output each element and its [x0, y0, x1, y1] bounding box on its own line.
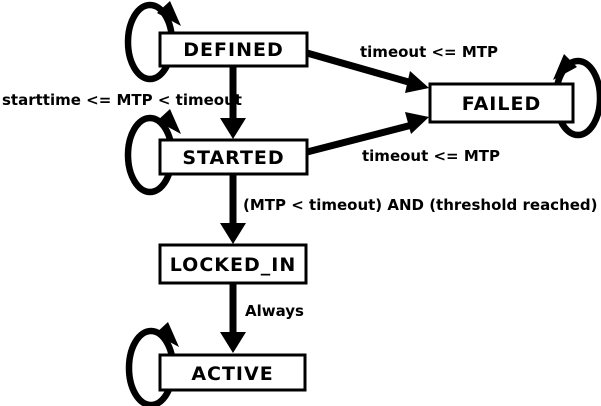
transition-label-defined-failed: timeout <= MTP	[360, 43, 498, 61]
transition-label-started-locked-in: (MTP < timeout) AND (threshold reached)	[243, 196, 598, 214]
arrow-started-to-locked-in	[220, 174, 246, 244]
transition-label-started-failed: timeout <= MTP	[362, 147, 500, 165]
state-label-defined: DEFINED	[183, 39, 283, 61]
arrow-defined-to-started	[220, 66, 246, 139]
arrow-defined-to-failed	[306, 49, 429, 93]
state-label-locked-in: LOCKED_IN	[170, 254, 296, 276]
state-active: ACTIVE	[158, 353, 307, 392]
state-label-active: ACTIVE	[191, 363, 273, 385]
state-label-started: STARTED	[182, 147, 284, 169]
transition-label-locked-in-active: Always	[245, 302, 304, 320]
transition-label-defined-started: starttime <= MTP < timeout	[2, 91, 242, 109]
state-started: STARTED	[158, 138, 309, 176]
state-label-failed: FAILED	[462, 93, 541, 115]
state-failed: FAILED	[428, 82, 575, 124]
state-locked-in: LOCKED_IN	[158, 243, 308, 285]
arrow-started-to-failed	[306, 112, 429, 156]
state-defined: DEFINED	[158, 31, 309, 68]
arrow-locked-in-to-active	[220, 283, 246, 353]
